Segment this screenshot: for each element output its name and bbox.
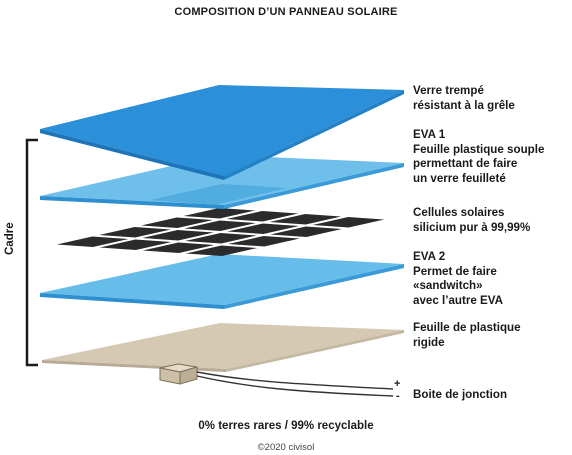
solar-cell [269,214,342,225]
frame-bracket [25,138,38,367]
junction-cables [196,371,394,397]
label-line: un verre feuilleté [413,171,506,185]
label-backsheet: Feuille de plastique rigide [413,321,521,350]
eva1-layer [40,155,404,209]
copyright: ©2020 civisol [257,442,315,453]
solar-cell [99,239,172,250]
solar-cell [142,230,214,241]
solar-cell [312,217,385,228]
solar-cell [183,208,256,219]
solar-cell [99,227,171,238]
solar-cells-layer [56,208,385,256]
solar-cell [141,217,213,228]
label-line: silicium pur à 99,99% [413,220,531,234]
solar-cell [270,226,342,237]
label-line: Cellules solaires [413,206,505,219]
solar-cell [142,242,215,253]
label-eva2: EVA 2 Permet de faire «sandwitch» avec l… [413,250,503,308]
solar-cell [226,211,299,222]
label-line: Feuille plastique souple [413,142,545,156]
solar-cell [228,236,300,247]
solar-cell [185,245,258,256]
label-line: «sandwitch» [413,279,483,293]
backsheet-layer [42,323,404,372]
glass-layer [40,85,404,180]
label-line: rigide [413,335,445,349]
label-junction: Boite de jonction [413,388,507,403]
solar-cell [185,233,257,244]
label-line: EVA 1 [413,128,446,141]
plus-sign: + [394,378,401,390]
label-line: EVA 2 [413,250,446,263]
junction-box [159,363,198,385]
label-line: avec l’autre EVA [413,293,504,307]
eva2-layer [40,254,404,309]
label-line: Verre trempé [413,84,484,97]
label-cells: Cellules solaires silicium pur à 99,99% [413,206,530,235]
diagram-title: COMPOSITION D’UN PANNEAU SOLAIRE [174,6,398,18]
label-glass: Verre trempé résistant à la grêle [413,84,515,113]
label-line: Feuille de plastique [413,321,521,334]
solar-cell [184,220,256,231]
label-eva1: EVA 1 Feuille plastique souple permettan… [413,128,544,186]
footer-note: 0% terres rares / 99% recyclable [198,420,374,432]
label-line: résistant à la grêle [413,98,515,112]
label-line: Boite de jonction [413,388,508,401]
solar-cell [56,236,129,247]
label-line: Permet de faire [413,264,497,278]
minus-sign: - [396,390,400,402]
label-line: permettant de faire [413,157,518,171]
solar-cell [227,223,299,234]
frame-label: Cadre [4,222,16,255]
